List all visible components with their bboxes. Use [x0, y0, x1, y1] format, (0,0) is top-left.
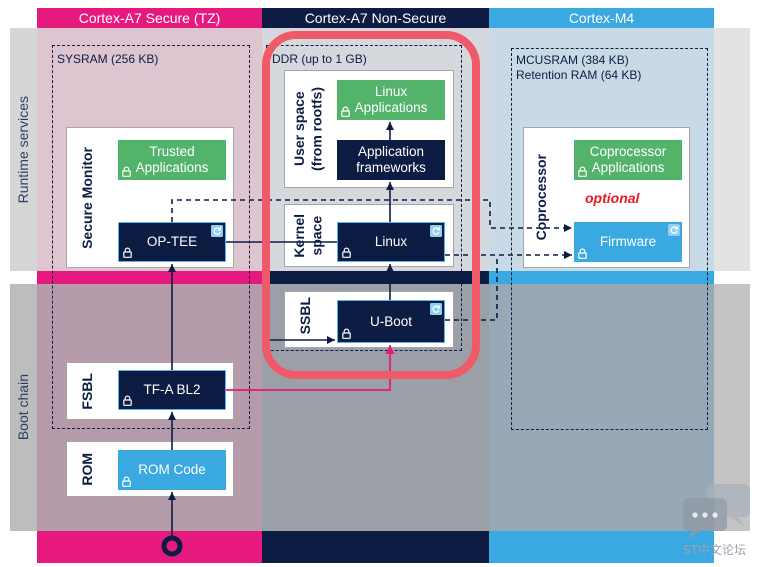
- secure-monitor-label: Secure Monitor: [79, 146, 96, 249]
- ssbl-label-wrap: SSBL: [284, 291, 328, 341]
- fsbl-label-wrap: FSBL: [66, 362, 110, 420]
- nonsecure-bottom-bar: [262, 531, 489, 563]
- boot-chain-label-wrap: Boot chain: [10, 284, 37, 531]
- kernel-space-label-line1: Kernel: [290, 213, 307, 258]
- lock-icon: [342, 328, 351, 339]
- coprocessor-applications-box: Coprocessor Applications: [574, 140, 682, 180]
- right-boot-strip: [714, 284, 750, 531]
- u-boot-box: U-Boot: [337, 300, 445, 343]
- secure-monitor-label-wrap: Secure Monitor: [66, 127, 110, 268]
- user-space-sublabel: (from rootfs): [308, 87, 324, 171]
- op-tee-label: OP-TEE: [146, 234, 198, 250]
- header-secure: Cortex-A7 Secure (TZ): [37, 8, 262, 28]
- coprocessor-applications-line2: Applications: [591, 160, 665, 175]
- mcusram-region: [511, 48, 708, 430]
- application-frameworks-line1: Application: [357, 144, 425, 160]
- mcusram-label: MCUSRAM (384 KB): [516, 53, 629, 67]
- kernel-space-label-wrap: Kernel space: [284, 204, 332, 267]
- update-icon: [430, 225, 442, 237]
- linux-applications-line2: Applications: [354, 100, 428, 115]
- lock-icon: [123, 395, 132, 406]
- right-runtime-strip: [714, 28, 750, 271]
- coprocessor-label: Coprocessor: [533, 154, 550, 241]
- header-m4-label: Cortex-M4: [568, 10, 635, 26]
- rom-code-box: ROM Code: [118, 450, 226, 490]
- op-tee-box: OP-TEE: [118, 222, 226, 262]
- trusted-applications-line2: Applications: [135, 160, 209, 175]
- watermark-text: ST中文论坛: [683, 543, 746, 557]
- linux-label: Linux: [374, 234, 408, 250]
- boot-chain-label: Boot chain: [14, 374, 31, 441]
- firmware-box: Firmware: [574, 222, 682, 262]
- linux-applications-box: Linux Applications: [337, 80, 445, 120]
- u-boot-label: U-Boot: [369, 313, 413, 329]
- update-icon: [211, 225, 223, 237]
- lock-icon: [123, 247, 132, 258]
- rom-code-label: ROM Code: [138, 462, 206, 478]
- ddr-label: DDR (up to 1 GB): [272, 52, 367, 66]
- retention-ram-label: Retention RAM (64 KB): [516, 68, 642, 82]
- lock-icon: [122, 166, 131, 177]
- coprocessor-label-wrap: Coprocessor: [523, 127, 561, 268]
- trusted-applications-line1: Trusted: [149, 144, 195, 160]
- runtime-strip: [10, 28, 37, 271]
- tf-a-bl2-label: TF-A BL2: [143, 382, 201, 398]
- secure-bottom-bar: [37, 531, 262, 563]
- lock-icon: [342, 247, 351, 258]
- trusted-applications-box: Trusted Applications: [118, 140, 226, 180]
- secure-band: [37, 271, 262, 284]
- tf-a-bl2-box: TF-A BL2: [118, 370, 226, 410]
- sysram-label: SYSRAM (256 KB): [57, 52, 159, 66]
- lock-icon: [122, 476, 131, 487]
- runtime-services-label-wrap: Runtime services: [10, 28, 37, 271]
- user-space-label-wrap: User space (from rootfs): [284, 70, 332, 188]
- lock-icon: [341, 106, 350, 117]
- optional-label: optional: [585, 190, 640, 206]
- header-nonsecure: Cortex-A7 Non-Secure: [262, 8, 489, 28]
- linux-box: Linux: [337, 222, 445, 262]
- fsbl-label: FSBL: [79, 372, 96, 410]
- user-space-label: User space: [290, 91, 307, 167]
- update-icon: [430, 303, 442, 315]
- m4-band: [489, 271, 714, 284]
- kernel-space-label-line2: space: [308, 215, 324, 256]
- m4-boot-area: [489, 284, 714, 531]
- header-secure-label: Cortex-A7 Secure (TZ): [78, 10, 221, 26]
- linux-applications-line1: Linux: [374, 84, 408, 100]
- application-frameworks-box: Application frameworks: [337, 140, 445, 180]
- runtime-services-label: Runtime services: [14, 95, 31, 204]
- coprocessor-applications-line1: Coprocessor: [589, 144, 667, 160]
- rom-label: ROM: [79, 452, 96, 486]
- ssbl-label: SSBL: [297, 297, 314, 335]
- rom-label-wrap: ROM: [66, 441, 110, 497]
- sysram-region: [52, 45, 250, 429]
- lock-icon: [578, 248, 587, 259]
- update-icon: [668, 224, 680, 236]
- header-m4: Cortex-M4: [489, 8, 714, 28]
- header-nonsecure-label: Cortex-A7 Non-Secure: [304, 10, 447, 26]
- m4-bottom-bar: [489, 531, 714, 563]
- boot-strip: [10, 284, 37, 531]
- firmware-label: Firmware: [599, 234, 657, 250]
- application-frameworks-line2: frameworks: [356, 160, 426, 175]
- lock-icon: [578, 166, 587, 177]
